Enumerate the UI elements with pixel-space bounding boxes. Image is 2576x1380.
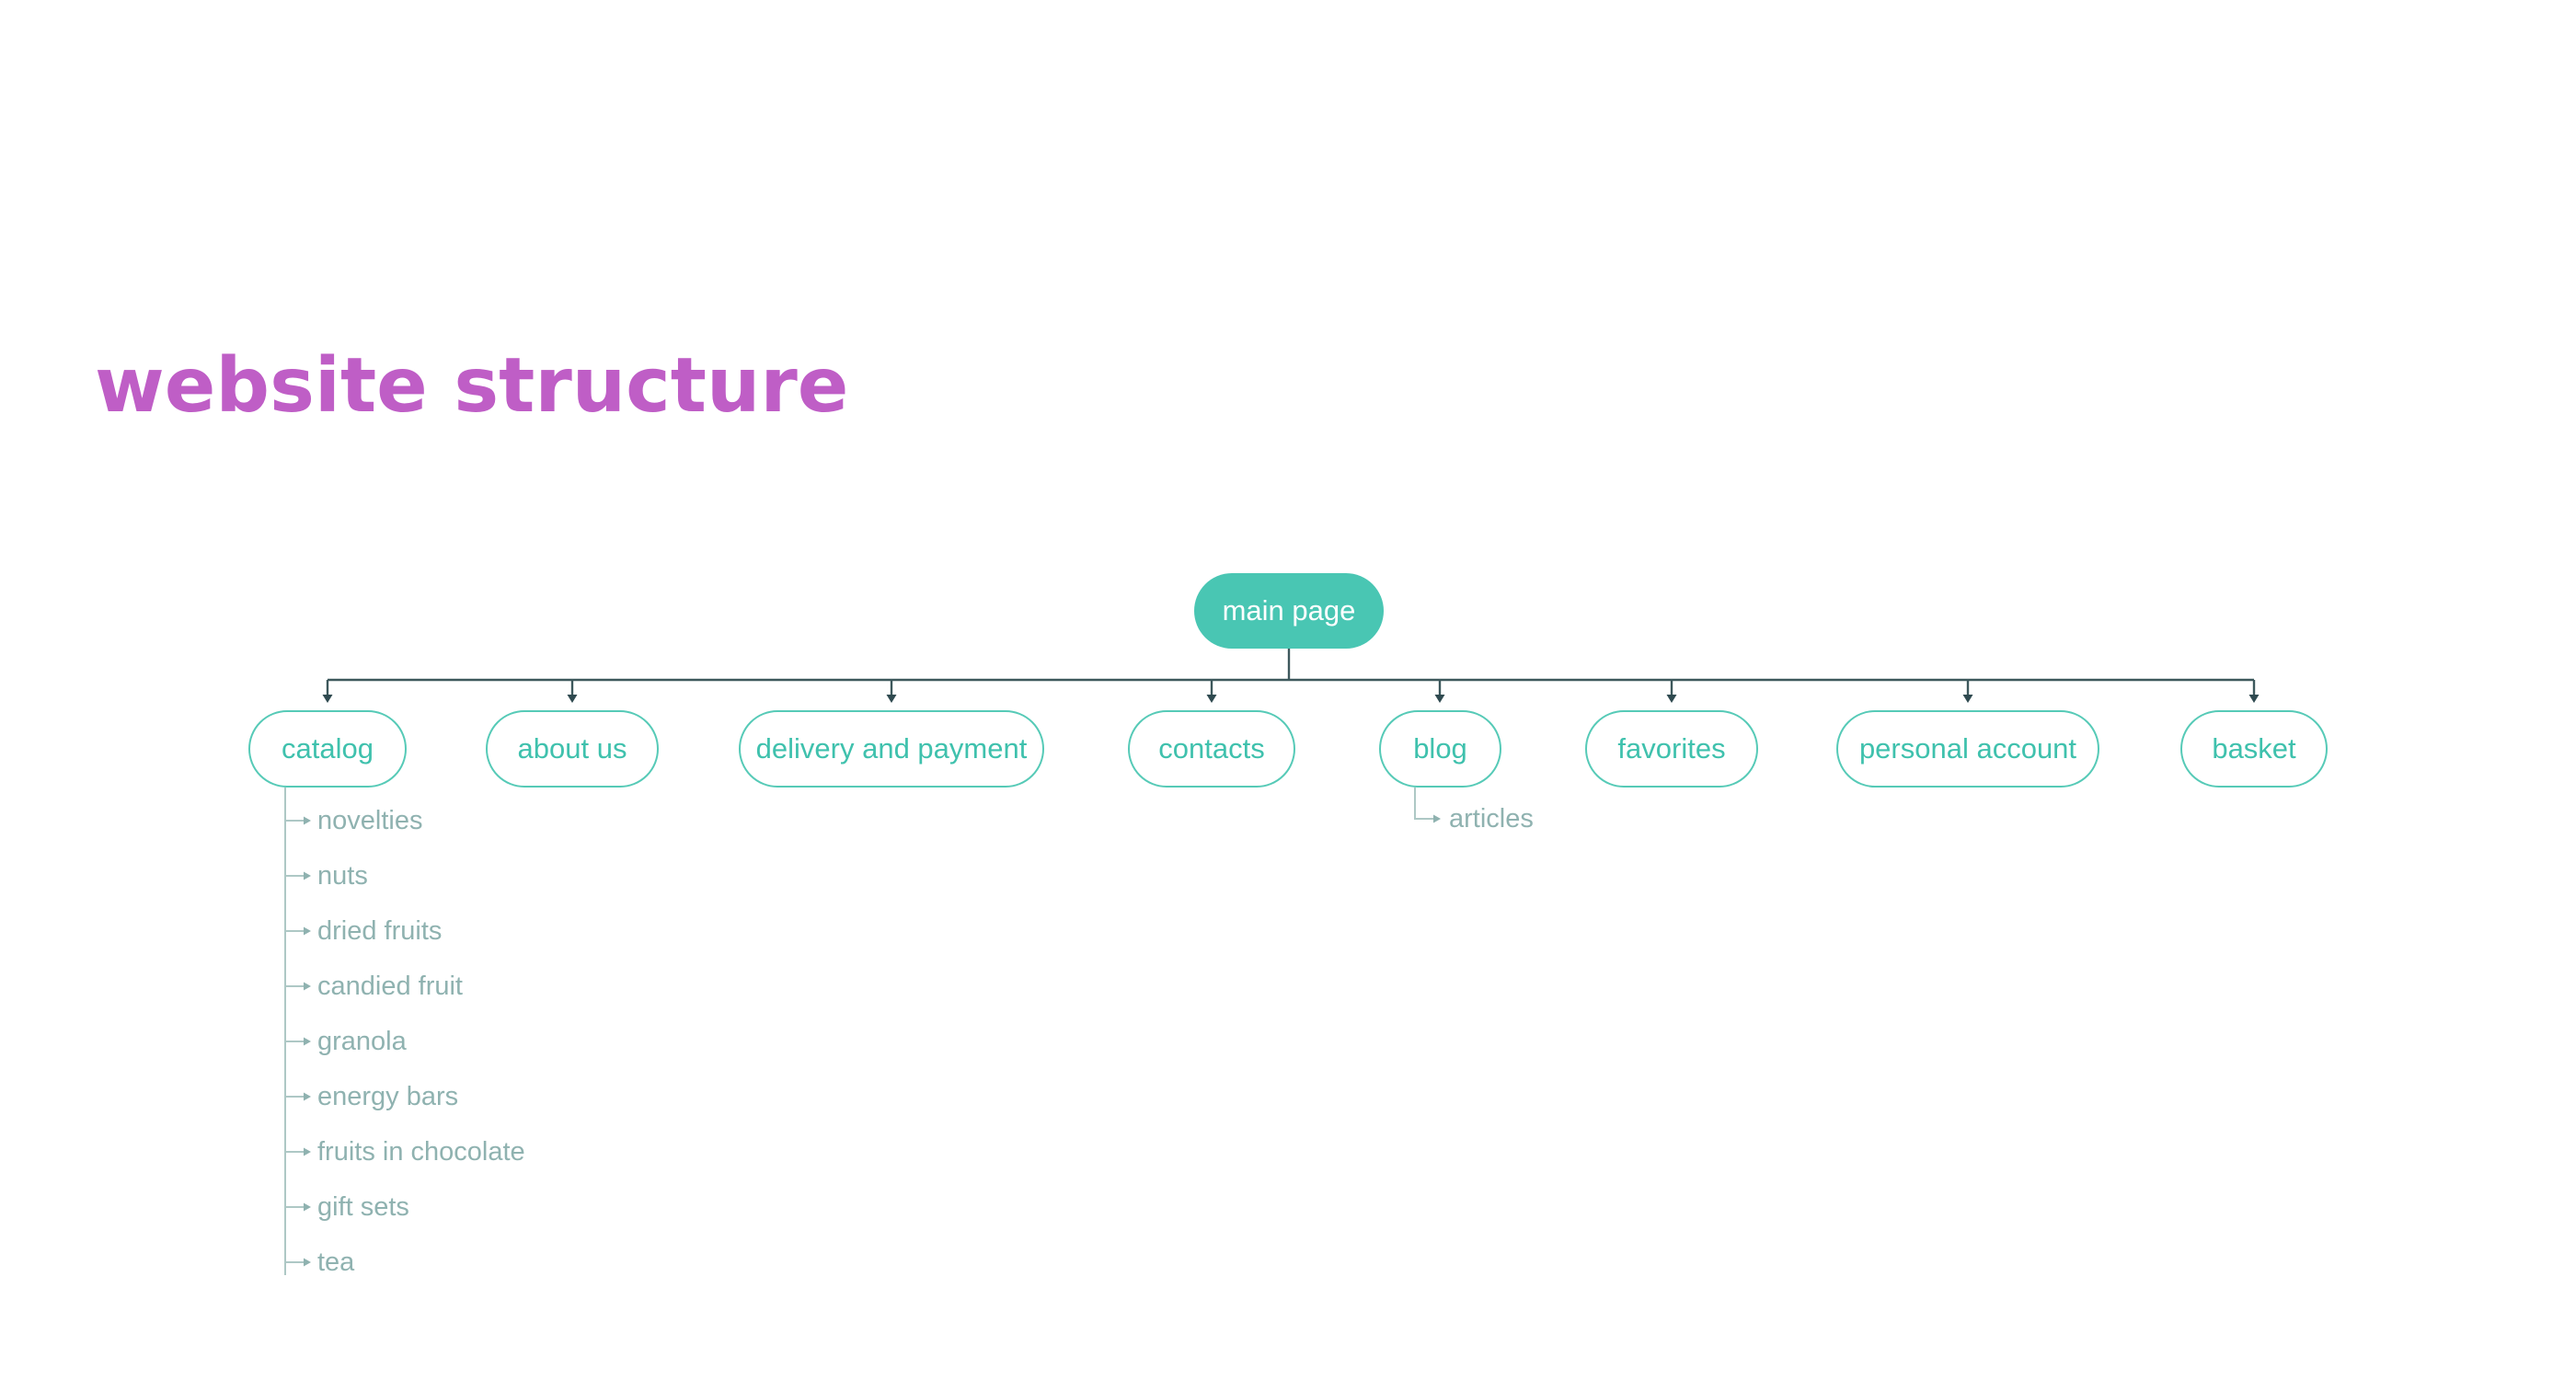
node-main-page-label: main page [1222, 594, 1356, 627]
root-connector-lines [326, 649, 2256, 696]
node-about-us[interactable]: about us [486, 710, 659, 788]
node-blog[interactable]: blog [1379, 710, 1501, 788]
catalog-item-dried-fruits[interactable]: dried fruits [317, 916, 443, 946]
node-about-us-label: about us [517, 732, 627, 765]
blog-item-articles[interactable]: articles [1449, 804, 1534, 834]
catalog-item-novelties[interactable]: novelties [317, 806, 423, 835]
node-favorites-label: favorites [1617, 732, 1726, 765]
catalog-item-gift-sets[interactable]: gift sets [317, 1192, 409, 1222]
blog-subtree-lines [1414, 788, 1433, 820]
node-delivery-and-payment-label: delivery and payment [755, 732, 1028, 765]
catalog-item-fruits-in-chocolate[interactable]: fruits in chocolate [317, 1137, 525, 1167]
down-arrow-icons [322, 695, 2260, 703]
node-favorites[interactable]: favorites [1585, 710, 1758, 788]
node-basket-label: basket [2212, 732, 2296, 765]
node-blog-label: blog [1413, 732, 1467, 765]
catalog-item-nuts[interactable]: nuts [317, 861, 368, 891]
node-delivery-and-payment[interactable]: delivery and payment [739, 710, 1044, 788]
right-arrow-icons-catalog [304, 816, 311, 1267]
node-basket[interactable]: basket [2180, 710, 2328, 788]
right-arrow-icon-blog [1433, 814, 1441, 823]
catalog-item-candied-fruit[interactable]: candied fruit [317, 972, 463, 1001]
node-contacts-label: contacts [1158, 732, 1265, 765]
node-main-page[interactable]: main page [1194, 573, 1384, 649]
node-personal-account[interactable]: personal account [1836, 710, 2099, 788]
node-catalog[interactable]: catalog [248, 710, 407, 788]
node-contacts[interactable]: contacts [1128, 710, 1295, 788]
catalog-item-granola[interactable]: granola [317, 1027, 407, 1056]
catalog-subtree-lines [284, 788, 304, 1275]
node-personal-account-label: personal account [1858, 732, 2077, 765]
node-catalog-label: catalog [282, 732, 374, 765]
page-title: website structure [95, 342, 849, 430]
catalog-item-tea[interactable]: tea [317, 1248, 355, 1277]
catalog-item-energy-bars[interactable]: energy bars [317, 1082, 459, 1111]
